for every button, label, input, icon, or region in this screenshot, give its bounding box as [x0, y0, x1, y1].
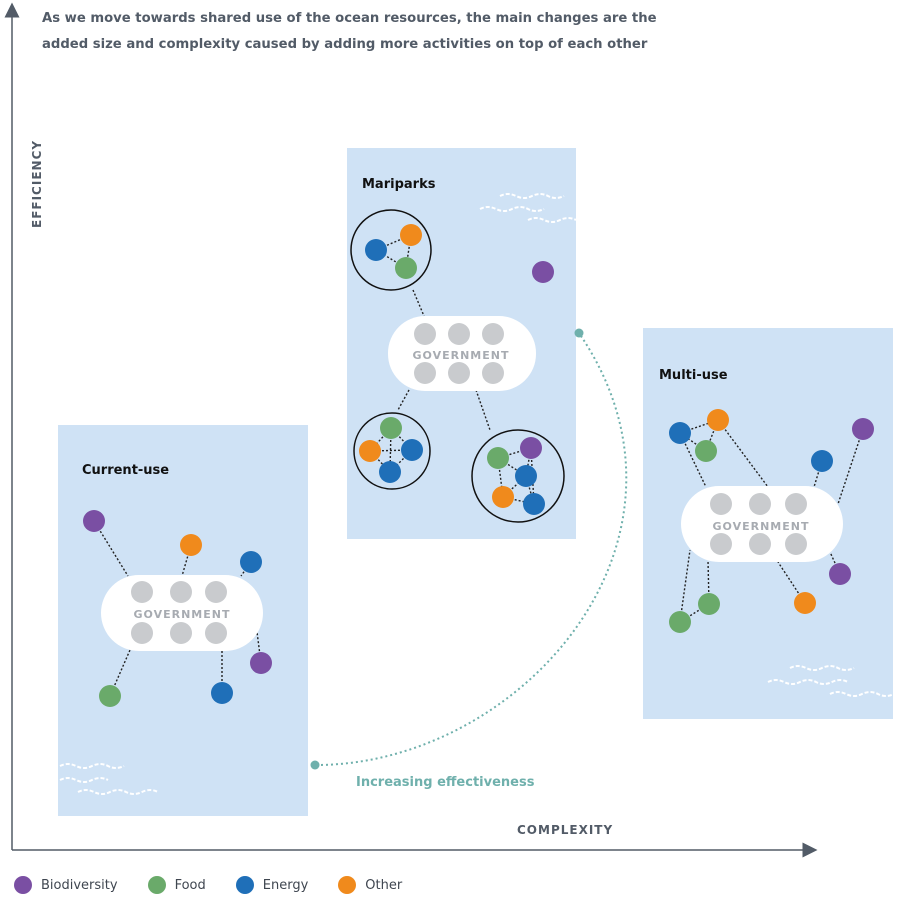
other-node — [180, 534, 202, 556]
cluster-ring — [471, 429, 565, 523]
other-node — [492, 486, 514, 508]
biodiversity-node — [250, 652, 272, 674]
food-node — [695, 440, 717, 462]
legend: Biodiversity Food Energy Other — [14, 876, 432, 894]
legend-label: Biodiversity — [41, 877, 118, 893]
food-node — [669, 611, 691, 633]
energy-node — [211, 682, 233, 704]
food-node — [380, 417, 402, 439]
biodiversity-node — [520, 437, 542, 459]
biodiversity-node — [532, 261, 554, 283]
government-seats-current — [131, 581, 227, 644]
legend-label: Other — [365, 877, 403, 893]
curve-start-dot — [310, 760, 320, 770]
government-label: GOVERNMENT — [134, 608, 231, 621]
legend-item-biodiversity: Biodiversity — [14, 876, 118, 894]
other-node — [794, 592, 816, 614]
food-node — [698, 593, 720, 615]
government-label: GOVERNMENT — [413, 349, 510, 362]
biodiversity-node — [83, 510, 105, 532]
biodiversity-swatch-icon — [14, 876, 32, 894]
biodiversity-node — [829, 563, 851, 585]
other-swatch-icon — [338, 876, 357, 894]
effectiveness-curve — [315, 332, 628, 766]
energy-node — [365, 239, 387, 261]
legend-item-food: Food — [147, 876, 206, 894]
x-axis-label: COMPLEXITY — [517, 823, 613, 837]
mariparks-title: Mariparks — [362, 177, 436, 192]
legend-item-other: Other — [338, 876, 402, 894]
legend-label: Food — [174, 877, 206, 893]
energy-node — [379, 461, 401, 483]
energy-node — [401, 439, 423, 461]
other-node — [400, 224, 422, 246]
cluster-ring — [350, 209, 432, 291]
y-axis-label: EFFICIENCY — [30, 140, 44, 228]
food-node — [487, 447, 509, 469]
energy-node — [240, 551, 262, 573]
food-swatch-icon — [147, 876, 166, 894]
legend-item-energy: Energy — [235, 876, 309, 894]
government-seats-multi — [710, 493, 807, 555]
biodiversity-node — [852, 418, 874, 440]
food-node — [395, 257, 417, 279]
wave-icon — [59, 193, 895, 795]
energy-node — [669, 422, 691, 444]
curve-end-dot — [574, 328, 584, 338]
energy-swatch-icon — [235, 876, 254, 894]
effectiveness-label: Increasing effectiveness — [356, 775, 535, 790]
diagram-caption: As we move towards shared use of the oce… — [42, 11, 657, 52]
energy-node — [515, 465, 537, 487]
multi-use-title: Multi-use — [659, 368, 728, 383]
energy-node — [811, 450, 833, 472]
energy-node — [523, 493, 545, 515]
diagram-canvas: EFFICIENCY COMPLEXITY Current-use Maripa… — [4, 2, 895, 858]
other-node — [359, 440, 381, 462]
current-use-title: Current-use — [82, 463, 169, 478]
cluster-ring — [353, 412, 431, 490]
legend-label: Energy — [262, 877, 309, 893]
food-node — [99, 685, 121, 707]
government-seats-mariparks — [414, 323, 504, 384]
government-label: GOVERNMENT — [713, 520, 810, 533]
other-node — [707, 409, 729, 431]
